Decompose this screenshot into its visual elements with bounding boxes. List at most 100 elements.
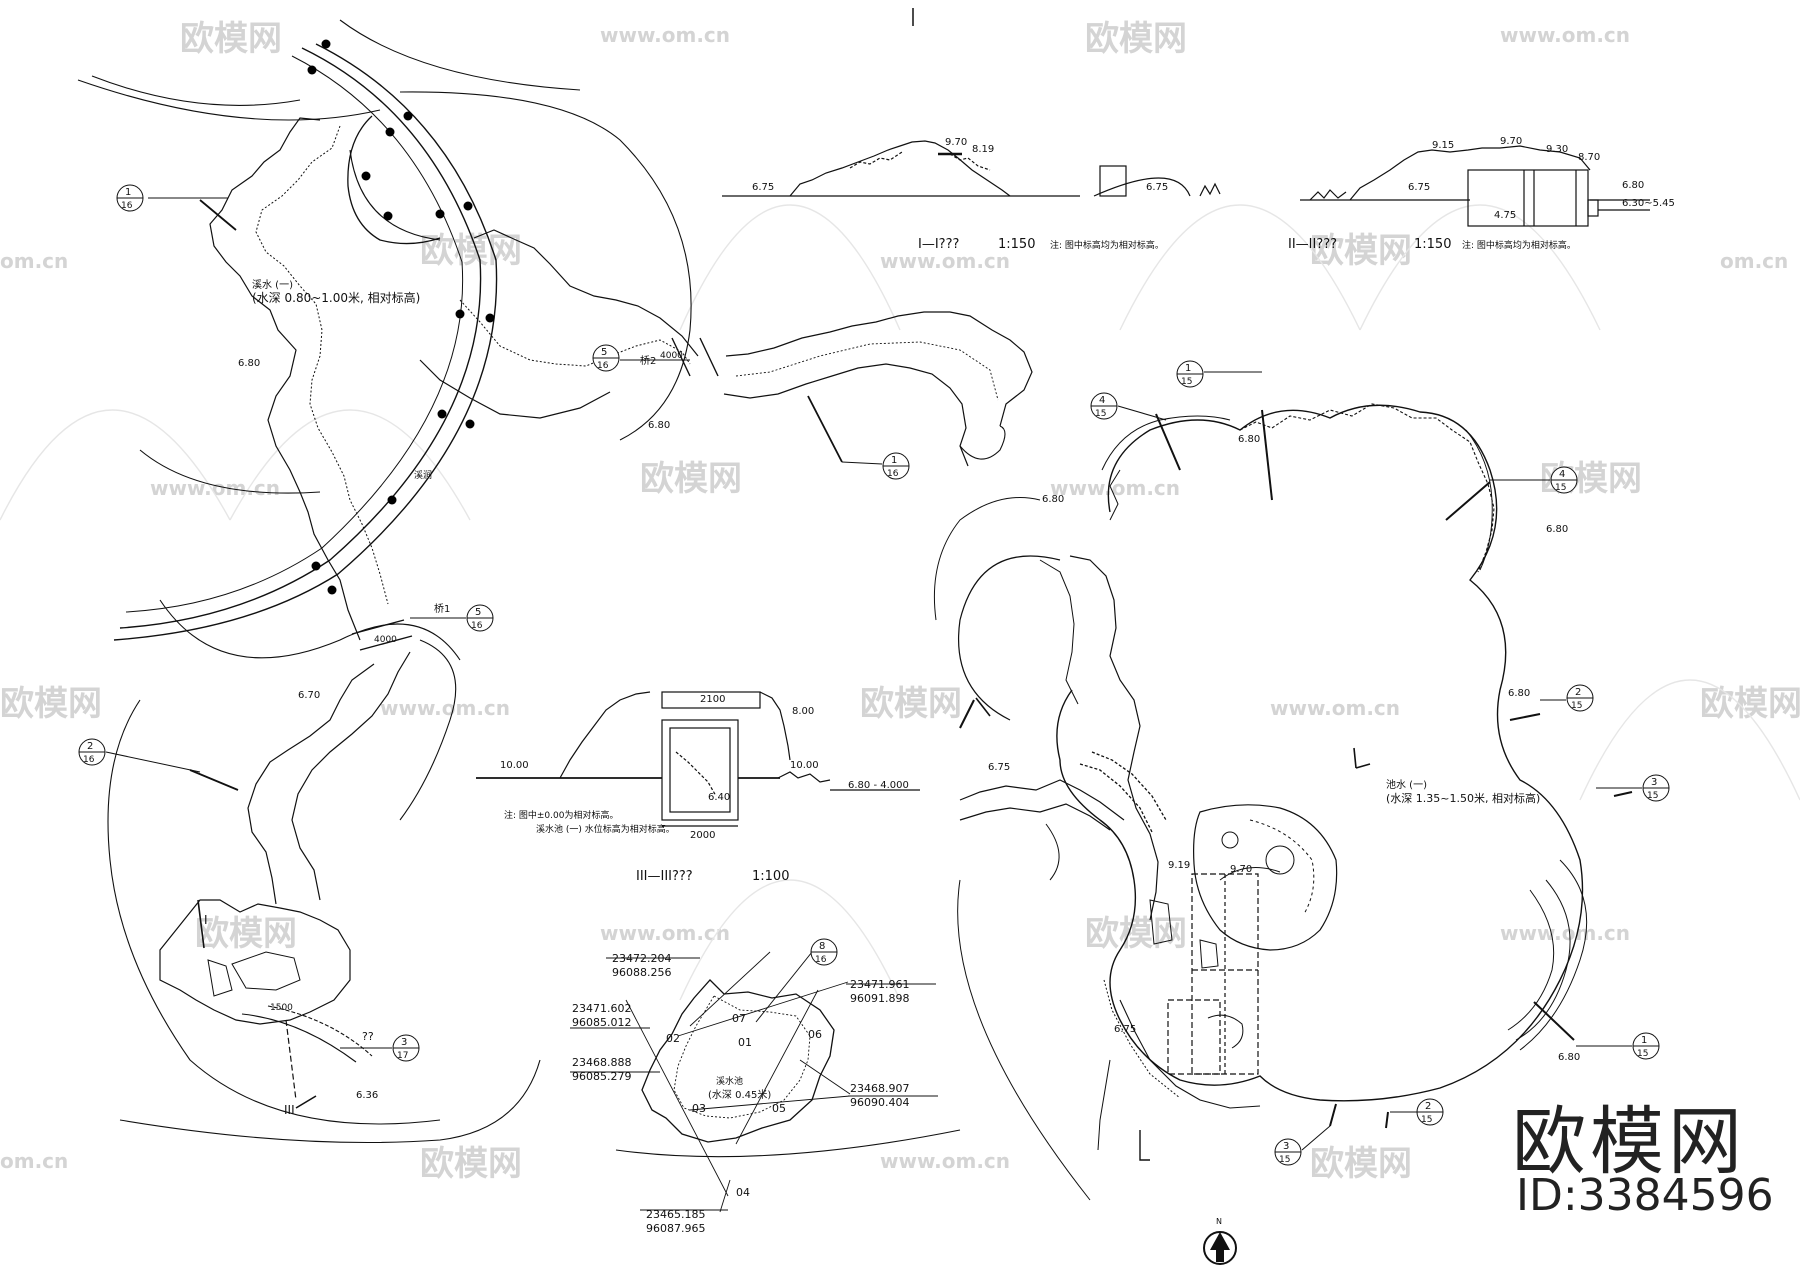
coordinate-label: 23471.602	[572, 1002, 632, 1015]
boundary-line	[399, 639, 457, 821]
elevation-label: 6.30~5.45	[1622, 198, 1675, 209]
elevation-label: 9.15	[1432, 140, 1454, 151]
lake-outline	[1056, 404, 1584, 1102]
center-pond-plan	[570, 951, 961, 1213]
detail-callout: 1 16	[807, 395, 910, 480]
center-pond-inner	[673, 995, 811, 1119]
lamp-posts	[307, 39, 495, 595]
peninsula-inner	[1039, 559, 1079, 705]
watermark-brand: 欧模网	[1700, 684, 1800, 724]
stream-right-branch-lower	[419, 359, 611, 419]
stair	[1199, 939, 1219, 969]
curved-path-inner	[113, 43, 498, 641]
post-dot	[311, 561, 321, 571]
watermark-url: om.cn	[0, 249, 68, 273]
section-1-steps	[849, 151, 903, 169]
coordinate-label: 23468.907	[850, 1082, 910, 1095]
bridge-1-edge	[351, 619, 405, 635]
elevation-label: 6.70	[298, 690, 320, 701]
callout-bottom: 16	[597, 361, 609, 371]
section-2-chamber	[1467, 169, 1589, 227]
elevation-label: 6.80	[1558, 1052, 1580, 1063]
detail-callout: 2 15	[1390, 1098, 1444, 1126]
north-arrow-head	[1210, 1232, 1230, 1262]
coordinate-label: 23471.961	[850, 978, 910, 991]
watermark-brand: 欧模网	[0, 684, 102, 724]
dimension-label: 4000	[660, 351, 683, 361]
elevation-label: 6.75	[752, 182, 774, 193]
elevation-label: 6.80	[1238, 434, 1260, 445]
detail-callout: 8 16	[755, 938, 838, 1023]
section-cut	[1155, 413, 1181, 471]
elevation-label: 6.80	[1508, 688, 1530, 699]
section-cut	[1533, 1001, 1575, 1041]
elevation-label: 9.70	[1230, 864, 1252, 875]
post-dot	[387, 495, 397, 505]
sw-stream	[959, 803, 1111, 831]
section-cut	[1261, 409, 1273, 501]
section-3-stair	[675, 751, 717, 797]
survey-point: 04	[736, 1186, 750, 1199]
watermark-url: www.om.cn	[1500, 23, 1630, 47]
pond-depth: (水深 1.35~1.50米, 相对标高)	[1386, 791, 1540, 805]
watermark-brand: 欧模网	[1310, 231, 1412, 271]
callout-bottom: 16	[887, 469, 899, 479]
dimension-label: 4000	[374, 635, 397, 645]
detail-callout: 3 17	[340, 1034, 420, 1062]
coordinate-label: 96091.898	[850, 992, 910, 1005]
survey-point: 05	[772, 1102, 786, 1115]
callout-top: 1	[125, 187, 131, 198]
callout-top: 4	[1099, 395, 1105, 406]
callout-bottom: 16	[121, 201, 133, 211]
island-walk	[1249, 819, 1315, 915]
callout-bottom: 15	[1555, 483, 1566, 493]
section-2-labels: 9.15 9.70 9.30 8.70 6.75 6.80 6.30~5.45 …	[1288, 136, 1675, 252]
section-2-title: II—II???	[1288, 237, 1337, 252]
watermark-url: www.om.cn	[880, 1149, 1010, 1173]
right-pond-plan	[933, 403, 1633, 1201]
rock-bank	[1239, 403, 1495, 573]
callout-bottom: 15	[1095, 409, 1106, 419]
coordinate-label: 96085.012	[572, 1016, 632, 1029]
boundary-line	[77, 79, 381, 121]
elevation-label: 8.19	[972, 144, 994, 155]
watermark-arc	[1119, 204, 1361, 331]
detail-callout: 1 15	[1576, 1032, 1660, 1060]
section-1-steps	[949, 153, 991, 171]
watermark-url: www.om.cn	[600, 921, 730, 945]
section-cut	[1509, 713, 1541, 721]
section-marker	[975, 697, 991, 717]
left-plan-labels: 溪水 (一) (水深 0.80~1.00米, 相对标高) 6.80 6.80 6…	[204, 279, 683, 1117]
elevation-label: 9.70	[1500, 136, 1522, 147]
boundary-line	[159, 599, 461, 661]
watermark-brand: 欧模网	[180, 19, 282, 59]
south-bank	[1119, 999, 1261, 1109]
north-label: N	[1216, 1217, 1222, 1226]
stream-right-branch	[473, 229, 699, 357]
boundary-line	[139, 449, 321, 494]
detail-callout: 1 15	[1176, 360, 1262, 388]
callout-top: 3	[401, 1037, 407, 1048]
survey-line	[799, 1059, 851, 1095]
north-arrow: N	[1203, 1217, 1237, 1265]
callout-bottom: 15	[1647, 791, 1658, 801]
post-dot	[321, 39, 331, 49]
section-1-note: 注: 图中标高均为相对标高。	[1050, 239, 1164, 251]
section-3-rockwork	[759, 691, 791, 761]
survey-point: 07	[732, 1012, 746, 1025]
stream-lower-right	[291, 651, 411, 901]
pond-title: 溪水池	[716, 1075, 743, 1087]
callout-cut	[807, 395, 843, 463]
boundary-line	[107, 699, 441, 1125]
survey-line	[677, 981, 849, 1037]
callout-top: 8	[819, 941, 825, 952]
watermark-arc	[0, 409, 231, 521]
section-marker	[295, 1095, 317, 1109]
elevation-label: 6.80	[1622, 180, 1644, 191]
stream-right-branch-inner	[459, 299, 691, 367]
post-dot	[435, 209, 445, 219]
section-1-labels: 9.70 8.19 6.75 6.75 I—I??? 1:150 注: 图中标高…	[752, 137, 1168, 252]
center-pond-labels: 23472.204 96088.256 23471.602 96085.012 …	[572, 952, 910, 1235]
boundary-line	[119, 1059, 541, 1144]
